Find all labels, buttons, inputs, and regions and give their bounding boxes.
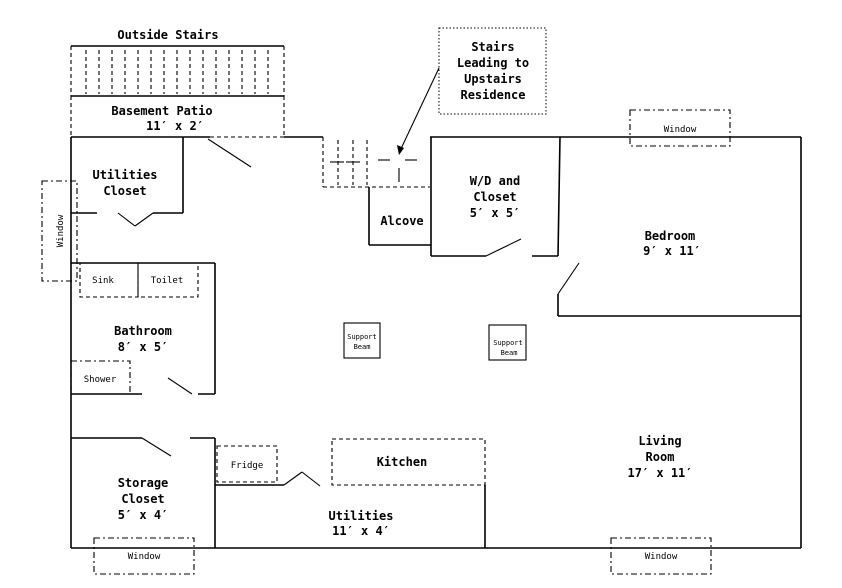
shower-fixture	[70, 360, 131, 395]
utilities-closet-label-1: Utilities	[92, 168, 157, 182]
bedroom-label: Bedroom	[645, 229, 696, 243]
support-beam-1-label-1: Support	[347, 333, 377, 341]
wd-label-1: W/D and	[470, 174, 521, 188]
utilities-size: 11′ x 4′	[332, 524, 390, 538]
support-beam-1-label-2: Beam	[354, 343, 371, 351]
upstairs-arrow	[397, 67, 440, 155]
basement-patio	[70, 95, 285, 137]
outside-stairs	[70, 45, 285, 96]
fridge-label: Fridge	[231, 461, 264, 471]
living-room-size: 17′ x 11′	[627, 466, 692, 480]
sink-label: Sink	[92, 276, 114, 286]
upstairs-callout-box	[438, 27, 547, 115]
utilities-room-walls	[215, 471, 486, 548]
utilities-closet-walls	[71, 137, 184, 227]
wd-label-2: Closet	[473, 190, 516, 204]
alcove-walls	[368, 187, 431, 246]
living-room-label-2: Room	[646, 450, 675, 464]
patio-door-swing	[207, 138, 252, 168]
toilet-fixture	[137, 262, 199, 298]
support-beam-1	[343, 322, 381, 359]
storage-label-1: Storage	[118, 476, 169, 490]
storage-closet-walls	[71, 437, 216, 548]
outside-stairs-label: Outside Stairs	[117, 28, 218, 42]
inside-stairs	[322, 137, 430, 188]
toilet-label: Toilet	[151, 276, 184, 286]
window-bottom-left-label: Window	[128, 552, 161, 562]
basement-patio-label: Basement Patio	[111, 104, 212, 118]
kitchen-counter	[331, 438, 486, 486]
window-left-label: Window	[56, 214, 66, 247]
upstairs-callout-line-2: Leading to	[457, 56, 529, 70]
bathroom-label: Bathroom	[114, 324, 172, 338]
window-bottom-left	[93, 537, 195, 575]
wd-size: 5′ x 5′	[470, 206, 521, 220]
sink-fixture	[79, 262, 139, 298]
upstairs-callout-line-3: Upstairs	[464, 72, 522, 86]
window-left	[41, 180, 78, 282]
outer-walls	[70, 136, 802, 549]
window-bottom-right	[610, 537, 712, 575]
window-bottom-right-label: Window	[645, 552, 678, 562]
kitchen-label: Kitchen	[377, 455, 428, 469]
living-room-label-1: Living	[638, 434, 681, 448]
wd-closet-walls	[430, 137, 558, 257]
bedroom-walls	[557, 136, 801, 317]
window-top-right	[629, 109, 731, 147]
bedroom-size: 9′ x 11′	[643, 244, 701, 258]
support-beam-2-label-2: Beam	[501, 349, 518, 357]
storage-label-2: Closet	[121, 492, 164, 506]
window-top-right-label: Window	[664, 125, 697, 135]
fridge-fixture	[216, 445, 278, 483]
alcove-label: Alcove	[380, 214, 423, 228]
upstairs-callout-line-1: Stairs	[471, 40, 514, 54]
support-beam-2	[488, 324, 527, 361]
utilities-closet-label-2: Closet	[103, 184, 146, 198]
support-beam-2-label-1: Support	[493, 339, 523, 347]
utilities-label: Utilities	[328, 509, 393, 523]
basement-patio-size: 11′ x 2′	[146, 119, 204, 133]
bathroom-size: 8′ x 5′	[118, 340, 169, 354]
storage-size: 5′ x 4′	[118, 508, 169, 522]
upstairs-callout-line-4: Residence	[460, 88, 525, 102]
shower-label: Shower	[84, 375, 117, 385]
